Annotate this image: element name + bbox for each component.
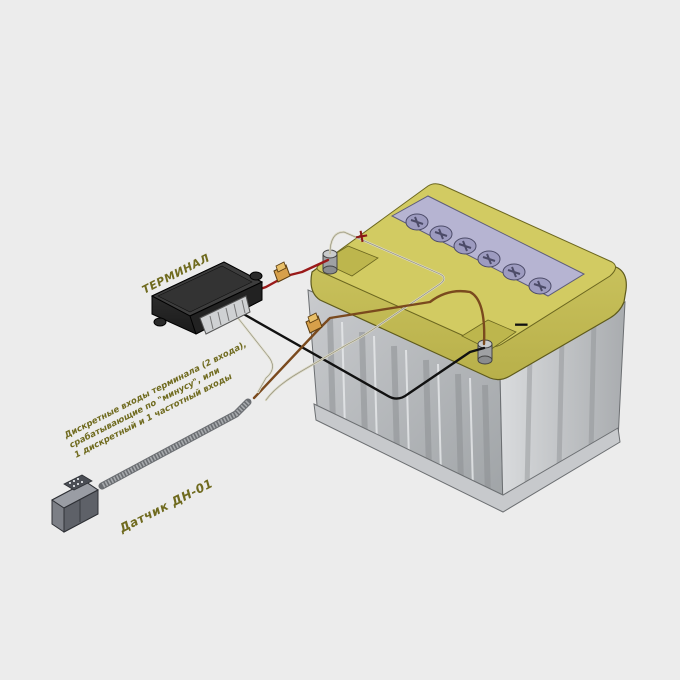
battery-ribs (327, 317, 491, 498)
wire-brown (252, 289, 486, 400)
negative-sign: − (513, 312, 530, 336)
vent-caps (405, 213, 552, 295)
sensor-conduit (98, 398, 252, 490)
wire-black (238, 310, 486, 400)
fuse-brown-line (305, 312, 323, 334)
battery-base (313, 403, 621, 513)
fuse-red-line (273, 261, 291, 283)
battery (307, 183, 627, 513)
battery-lid-top (316, 183, 616, 348)
terminal-connector (199, 295, 251, 335)
vent-strip (390, 195, 586, 297)
terminal-unit (150, 261, 264, 335)
sensor-dn01 (51, 474, 99, 533)
